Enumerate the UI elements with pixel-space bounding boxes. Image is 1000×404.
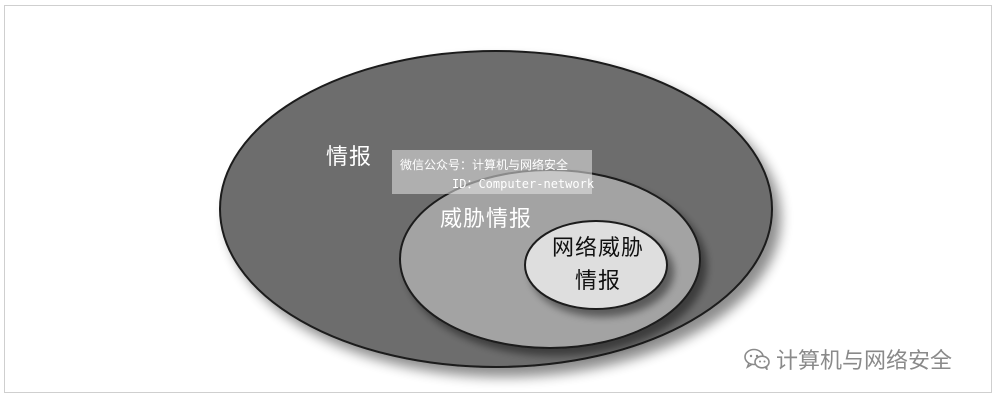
watermark-line-1: 微信公众号：计算机与网络安全 — [400, 158, 569, 172]
brand-watermark: 计算机与网络安全 — [744, 343, 952, 375]
wechat-icon — [744, 348, 770, 370]
inner-label-line-1: 网络威胁 — [551, 236, 644, 261]
watermark-box — [392, 150, 592, 194]
inner-label-line-2: 情报 — [574, 269, 621, 294]
brand-text: 计算机与网络安全 — [776, 349, 953, 374]
outer-label: 情报 — [326, 145, 373, 170]
middle-label: 威胁情报 — [440, 207, 533, 232]
inner-label: 网络威胁情报 — [538, 232, 658, 298]
inner-ellipse-cyber-threat-intelligence — [524, 220, 668, 310]
watermark-line-2: ID：Computer-network — [452, 177, 595, 191]
